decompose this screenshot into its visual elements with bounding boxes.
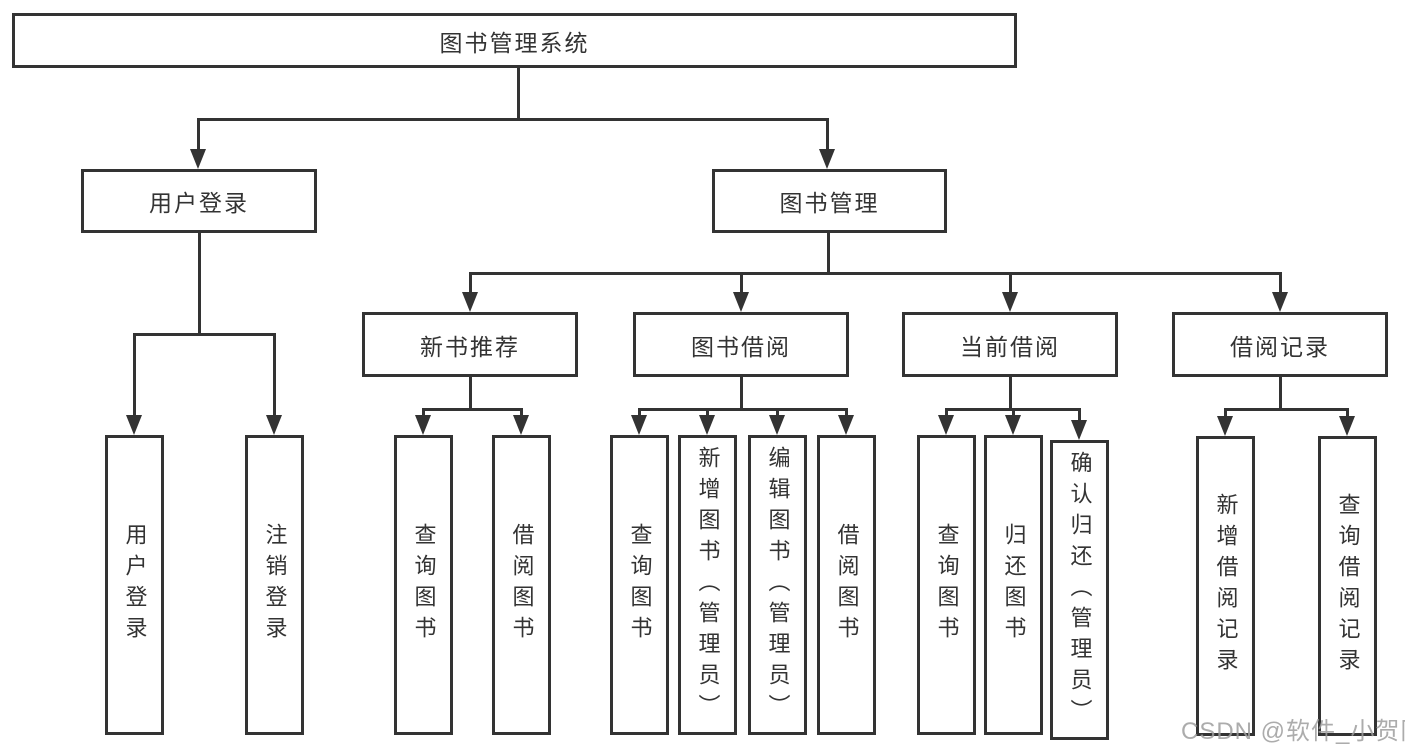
connector-line — [469, 272, 472, 296]
leaf-label: 借阅图书 — [834, 523, 860, 647]
arrow-icon — [699, 415, 715, 435]
leaf-user-login: 用户登录 — [105, 435, 164, 735]
connector-line — [740, 272, 743, 296]
leaf-label: 借阅图书 — [509, 523, 535, 647]
leaf-confirm-return-admin: 确认归还（管理员） — [1050, 440, 1109, 740]
connector-line — [776, 408, 779, 418]
connector-line — [945, 408, 948, 418]
arrow-icon — [1272, 292, 1288, 312]
node-user-login: 用户登录 — [81, 169, 317, 233]
connector-line — [638, 408, 641, 418]
leaf-label: 确认归还（管理员） — [1067, 450, 1093, 730]
node-label: 用户登录 — [149, 190, 249, 216]
node-borrow-records: 借阅记录 — [1172, 312, 1388, 377]
connector-line — [827, 233, 830, 272]
leaf-query-borrow-record: 查询借阅记录 — [1318, 436, 1377, 736]
arrow-icon — [1002, 292, 1018, 312]
arrow-icon — [1005, 415, 1021, 435]
connector-line — [1009, 272, 1012, 296]
arrow-icon — [513, 415, 529, 435]
leaf-borrow-books-recommend: 借阅图书 — [492, 435, 551, 735]
leaf-label: 用户登录 — [122, 523, 148, 647]
leaf-query-books-current: 查询图书 — [917, 435, 976, 735]
arrow-icon — [462, 292, 478, 312]
leaf-label: 查询图书 — [411, 523, 437, 647]
leaf-query-books-recommend: 查询图书 — [394, 435, 453, 735]
leaf-label: 查询图书 — [934, 523, 960, 647]
connector-line — [469, 272, 1281, 275]
arrow-icon — [733, 292, 749, 312]
connector-line — [197, 118, 829, 121]
arrow-icon — [266, 415, 282, 435]
node-book-management: 图书管理 — [712, 169, 947, 233]
connector-line — [740, 377, 743, 408]
connector-line — [845, 408, 848, 418]
connector-line — [517, 68, 520, 118]
node-book-borrow: 图书借阅 — [633, 312, 849, 377]
node-label: 借阅记录 — [1230, 333, 1330, 360]
arrow-icon — [938, 415, 954, 435]
connector-line — [133, 333, 136, 417]
connector-line — [422, 408, 425, 418]
arrow-icon — [631, 415, 647, 435]
leaf-label: 查询图书 — [627, 523, 653, 647]
leaf-return-books: 归还图书 — [984, 435, 1043, 735]
leaf-label: 注销登录 — [262, 523, 288, 647]
connector-line — [469, 377, 472, 408]
node-label: 图书管理系统 — [439, 29, 590, 56]
connector-line — [1346, 408, 1349, 418]
node-label: 图书借阅 — [691, 333, 791, 360]
leaf-label: 新增图书（管理员） — [695, 445, 721, 725]
node-new-book-recommend: 新书推荐 — [362, 312, 578, 377]
leaf-borrow-books-borrow: 借阅图书 — [817, 435, 876, 735]
connector-line — [422, 408, 523, 411]
connector-line — [1224, 408, 1227, 418]
connector-line — [1012, 408, 1015, 418]
connector-line — [1078, 408, 1081, 423]
leaf-edit-books-admin: 编辑图书（管理员） — [748, 435, 807, 735]
leaf-label: 编辑图书（管理员） — [765, 445, 791, 725]
node-current-borrow: 当前借阅 — [902, 312, 1118, 377]
watermark: CSDN @软件_小贺同学 — [1181, 718, 1405, 745]
arrow-icon — [838, 415, 854, 435]
connector-line — [1224, 408, 1349, 411]
arrow-icon — [819, 149, 835, 169]
arrow-icon — [1217, 416, 1233, 436]
node-label: 新书推荐 — [420, 333, 520, 360]
connector-line — [198, 233, 201, 333]
leaf-add-borrow-record: 新增借阅记录 — [1196, 436, 1255, 736]
connector-line — [706, 408, 709, 418]
arrow-icon — [126, 415, 142, 435]
connector-line — [273, 333, 276, 417]
leaf-label: 归还图书 — [1001, 523, 1027, 647]
leaf-logout: 注销登录 — [245, 435, 304, 735]
node-label: 当前借阅 — [960, 333, 1060, 360]
arrow-icon — [190, 149, 206, 169]
leaf-query-books-borrow: 查询图书 — [610, 435, 669, 735]
leaf-label: 查询借阅记录 — [1335, 493, 1361, 679]
arrow-icon — [1071, 420, 1087, 440]
arrow-icon — [1339, 416, 1355, 436]
connector-line — [1279, 272, 1282, 296]
leaf-add-books-admin: 新增图书（管理员） — [678, 435, 737, 735]
connector-line — [1279, 377, 1282, 408]
connector-line — [1009, 377, 1012, 408]
leaf-label: 新增借阅记录 — [1213, 493, 1239, 679]
arrow-icon — [769, 415, 785, 435]
arrow-icon — [415, 415, 431, 435]
node-label: 图书管理 — [779, 190, 880, 216]
connector-line — [826, 118, 829, 152]
connector-line — [520, 408, 523, 418]
connector-line — [133, 333, 276, 336]
node-root: 图书管理系统 — [12, 13, 1017, 68]
connector-line — [197, 118, 200, 152]
connector-line — [638, 408, 848, 411]
